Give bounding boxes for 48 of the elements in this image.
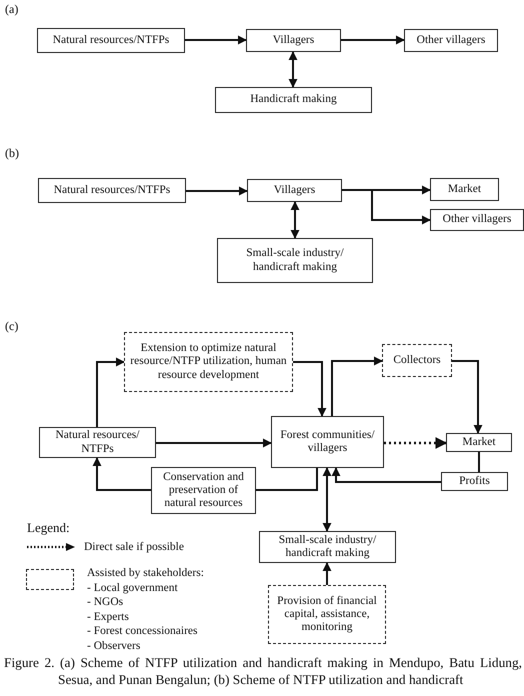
- process-box: Small-scale industry/ handicraft making: [259, 531, 396, 563]
- arrow: [331, 356, 383, 416]
- process-box: Handicraft making: [215, 87, 372, 113]
- process-box: Other villagers: [430, 209, 524, 231]
- arrow: [185, 36, 247, 44]
- process-box: Natural resources/NTFPs: [38, 178, 186, 203]
- connector-line: [478, 452, 480, 472]
- arrow: [293, 361, 326, 417]
- dashed-process-box: Extension to optimize natural resource/NTFP utilization, human resource development: [124, 332, 293, 392]
- process-box: Market: [430, 178, 499, 201]
- process-box: Natural resources/ NTFPs: [39, 427, 156, 458]
- arrow: [342, 189, 431, 224]
- process-box: Villagers: [246, 29, 341, 52]
- process-box: Villagers: [247, 179, 342, 202]
- arrow: [322, 562, 332, 585]
- legend-text: Direct sale if possible: [84, 541, 184, 555]
- dashed-process-box: Collectors: [382, 344, 452, 377]
- arrow: [332, 467, 441, 483]
- arrow: [96, 358, 125, 427]
- dotted-arrow: [384, 437, 448, 449]
- process-box: Market: [446, 433, 512, 452]
- legend-list-item: - NGOs: [87, 596, 124, 610]
- arrow: [322, 467, 332, 532]
- arrow: [290, 201, 300, 239]
- process-box: Other villagers: [404, 29, 498, 52]
- panel-label: (c): [5, 319, 18, 334]
- process-box: Forest communities/ villagers: [271, 416, 384, 468]
- arrow: [156, 438, 272, 448]
- arrow: [452, 360, 482, 434]
- panel-label: (b): [5, 146, 19, 160]
- arrow: [288, 51, 298, 88]
- process-box: Natural resources/NTFPs: [37, 28, 185, 53]
- arrow: [341, 36, 405, 44]
- connector-line: [256, 468, 318, 491]
- legend-list-item: - Forest concessionaires: [87, 625, 198, 639]
- panel-label: (a): [5, 2, 18, 16]
- legend-list-item: - Local government: [87, 582, 178, 596]
- dashed-process-box: Provision of financial capital, assistance, monitoring: [268, 585, 386, 644]
- legend-list-item: - Experts: [87, 611, 129, 625]
- legend-title: Legend:: [27, 520, 70, 536]
- arrow: [92, 457, 151, 491]
- arrow: [186, 186, 248, 196]
- process-box: Small-scale industry/ handicraft making: [217, 238, 373, 283]
- process-box: Conservation and preservation of natural resources: [151, 467, 256, 514]
- legend-text: Assisted by stakeholders:: [87, 567, 204, 581]
- process-box: Profits: [441, 472, 508, 491]
- figure-caption: Figure 2. (a) Scheme of NTFP utilization and handicraft making in Mendupo, Batu Lidung, Sesua, and Punan Bengalun; (b) Scheme of NTFP utilization and handicraft: [4, 655, 522, 688]
- legend-list-item: - Observers: [87, 640, 140, 654]
